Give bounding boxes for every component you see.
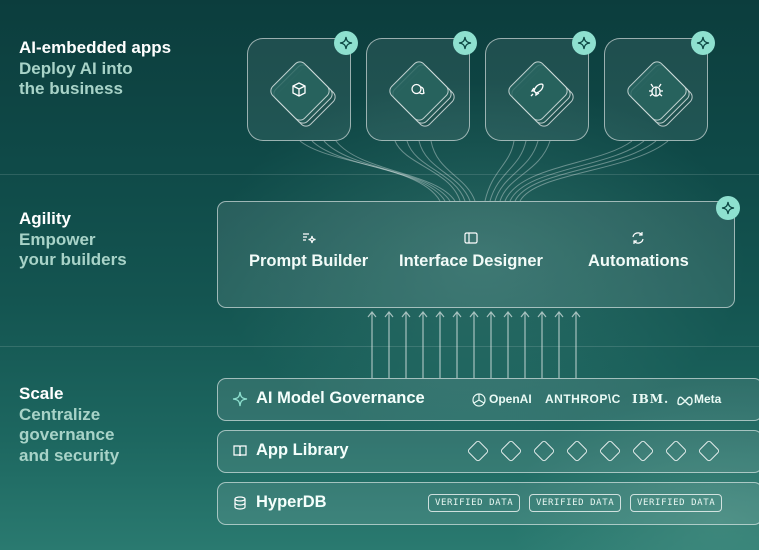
- app-diamond: [532, 439, 556, 463]
- app-diamond: [664, 439, 688, 463]
- app-diamond: [565, 439, 589, 463]
- book-icon: [233, 445, 247, 457]
- agility-section-label: Agility Empower your builders: [19, 209, 127, 271]
- app-diamond: [631, 439, 655, 463]
- sparkle-icon: [334, 31, 358, 55]
- app-card-bug[interactable]: [604, 38, 708, 141]
- sparkle-icon: [232, 391, 248, 407]
- app-card-chat[interactable]: [366, 38, 470, 141]
- app-card-rocket[interactable]: [485, 38, 589, 141]
- brand-ibm: IBM.: [632, 392, 670, 406]
- openai-logo-icon: [472, 393, 486, 407]
- verified-data-badge: VERIFIED DATA: [529, 494, 622, 512]
- sparkle-text-icon: [302, 233, 316, 244]
- sparkle-icon: [453, 31, 477, 55]
- agility-subtitle-line2: your builders: [19, 250, 127, 269]
- refresh-icon: [632, 232, 645, 244]
- ai-model-governance-row[interactable]: AI Model Governance OpenAI ANTHROP\C IBM…: [217, 378, 759, 421]
- apps-section-label: AI-embedded apps Deploy AI into the busi…: [19, 38, 171, 100]
- section-divider: [0, 346, 759, 347]
- app-library-label: App Library: [256, 441, 349, 459]
- tool-interface-designer[interactable]: Interface Designer: [399, 230, 543, 271]
- panel-layout-icon: [464, 232, 478, 244]
- verified-data-badge: VERIFIED DATA: [630, 494, 723, 512]
- chat-bubbles-icon: [411, 83, 425, 94]
- tool-automations[interactable]: Automations: [588, 230, 689, 271]
- section-divider: [0, 174, 759, 175]
- bug-icon: [649, 83, 663, 97]
- database-icon: [234, 496, 246, 510]
- app-card-cube[interactable]: [247, 38, 351, 141]
- sparkle-icon: [716, 196, 740, 220]
- sparkle-icon: [572, 31, 596, 55]
- scale-subtitle-line1: Centralize: [19, 404, 101, 424]
- hyperdb-row[interactable]: HyperDB VERIFIED DATA VERIFIED DATA VERI…: [217, 482, 759, 525]
- brand-openai: OpenAI: [489, 392, 532, 406]
- tool-prompt-builder[interactable]: Prompt Builder: [249, 230, 368, 271]
- scale-subtitle-line2: governance: [19, 425, 115, 444]
- apps-title: AI-embedded apps: [19, 38, 172, 57]
- app-diamond: [598, 439, 622, 463]
- cube-icon: [292, 81, 306, 97]
- hyperdb-label: HyperDB: [256, 493, 327, 511]
- brand-anthropic: ANTHROP\C: [545, 392, 621, 406]
- scale-subtitle-line3: and security: [19, 445, 120, 465]
- app-diamond: [499, 439, 523, 463]
- agility-subtitle-line1: Empower: [19, 229, 96, 249]
- rocket-icon: [530, 82, 544, 96]
- tool-label: Interface Designer: [399, 252, 543, 270]
- verified-data-badge: VERIFIED DATA: [428, 494, 521, 512]
- app-diamond: [697, 439, 721, 463]
- apps-subtitle-line1: Deploy AI into: [19, 58, 133, 78]
- meta-logo-icon: [677, 396, 693, 406]
- scale-section-label: Scale Centralize governance and security: [19, 384, 119, 466]
- agility-title: Agility: [19, 209, 71, 228]
- apps-subtitle-line2: the business: [19, 79, 123, 98]
- brand-meta: Meta: [694, 392, 722, 406]
- agility-tools-panel: Prompt Builder Interface Designer Automa…: [217, 201, 735, 308]
- governance-label: AI Model Governance: [256, 389, 425, 407]
- app-diamond: [466, 439, 490, 463]
- app-library-row[interactable]: App Library: [217, 430, 759, 473]
- tool-label: Prompt Builder: [249, 252, 369, 270]
- sparkle-icon: [691, 31, 715, 55]
- tool-label: Automations: [588, 252, 689, 270]
- scale-title: Scale: [19, 384, 64, 403]
